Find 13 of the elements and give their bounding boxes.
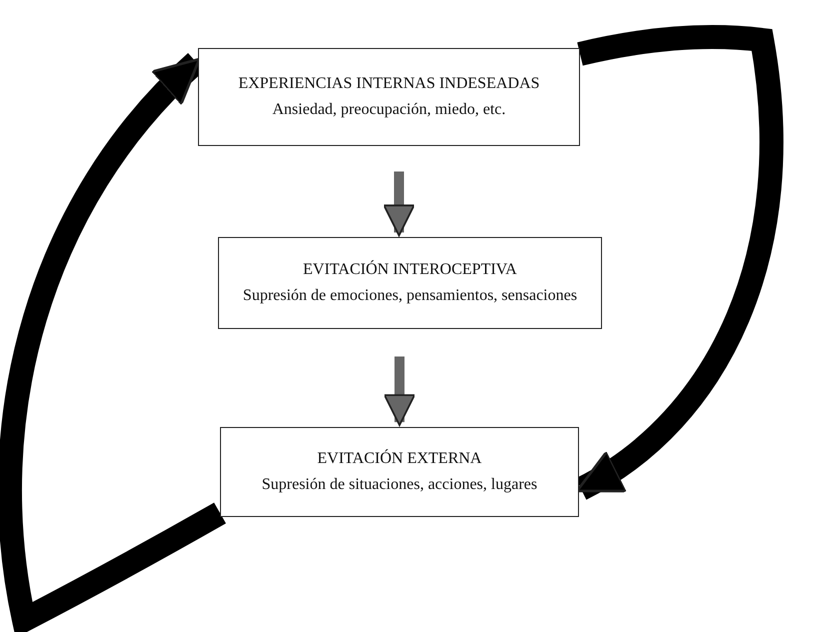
box-heading: EXPERIENCIAS INTERNAS INDESEADAS xyxy=(238,74,540,94)
box-description: Ansiedad, preocupación, miedo, etc. xyxy=(272,100,506,120)
box-heading: EVITACIÓN INTEROCEPTIVA xyxy=(303,259,517,280)
arrow xyxy=(575,25,784,500)
process-box xyxy=(198,48,580,146)
box-heading: EVITACIÓN EXTERNA xyxy=(317,448,482,470)
arrow xyxy=(384,356,416,426)
process-box xyxy=(218,237,602,329)
box-description: Supresión de situaciones, acciones, lugares xyxy=(262,475,538,495)
process-box xyxy=(220,427,579,517)
arrow xyxy=(383,171,415,236)
arrow xyxy=(0,53,226,632)
box-description: Supresión de emociones, pensamientos, sensaciones xyxy=(242,286,578,306)
